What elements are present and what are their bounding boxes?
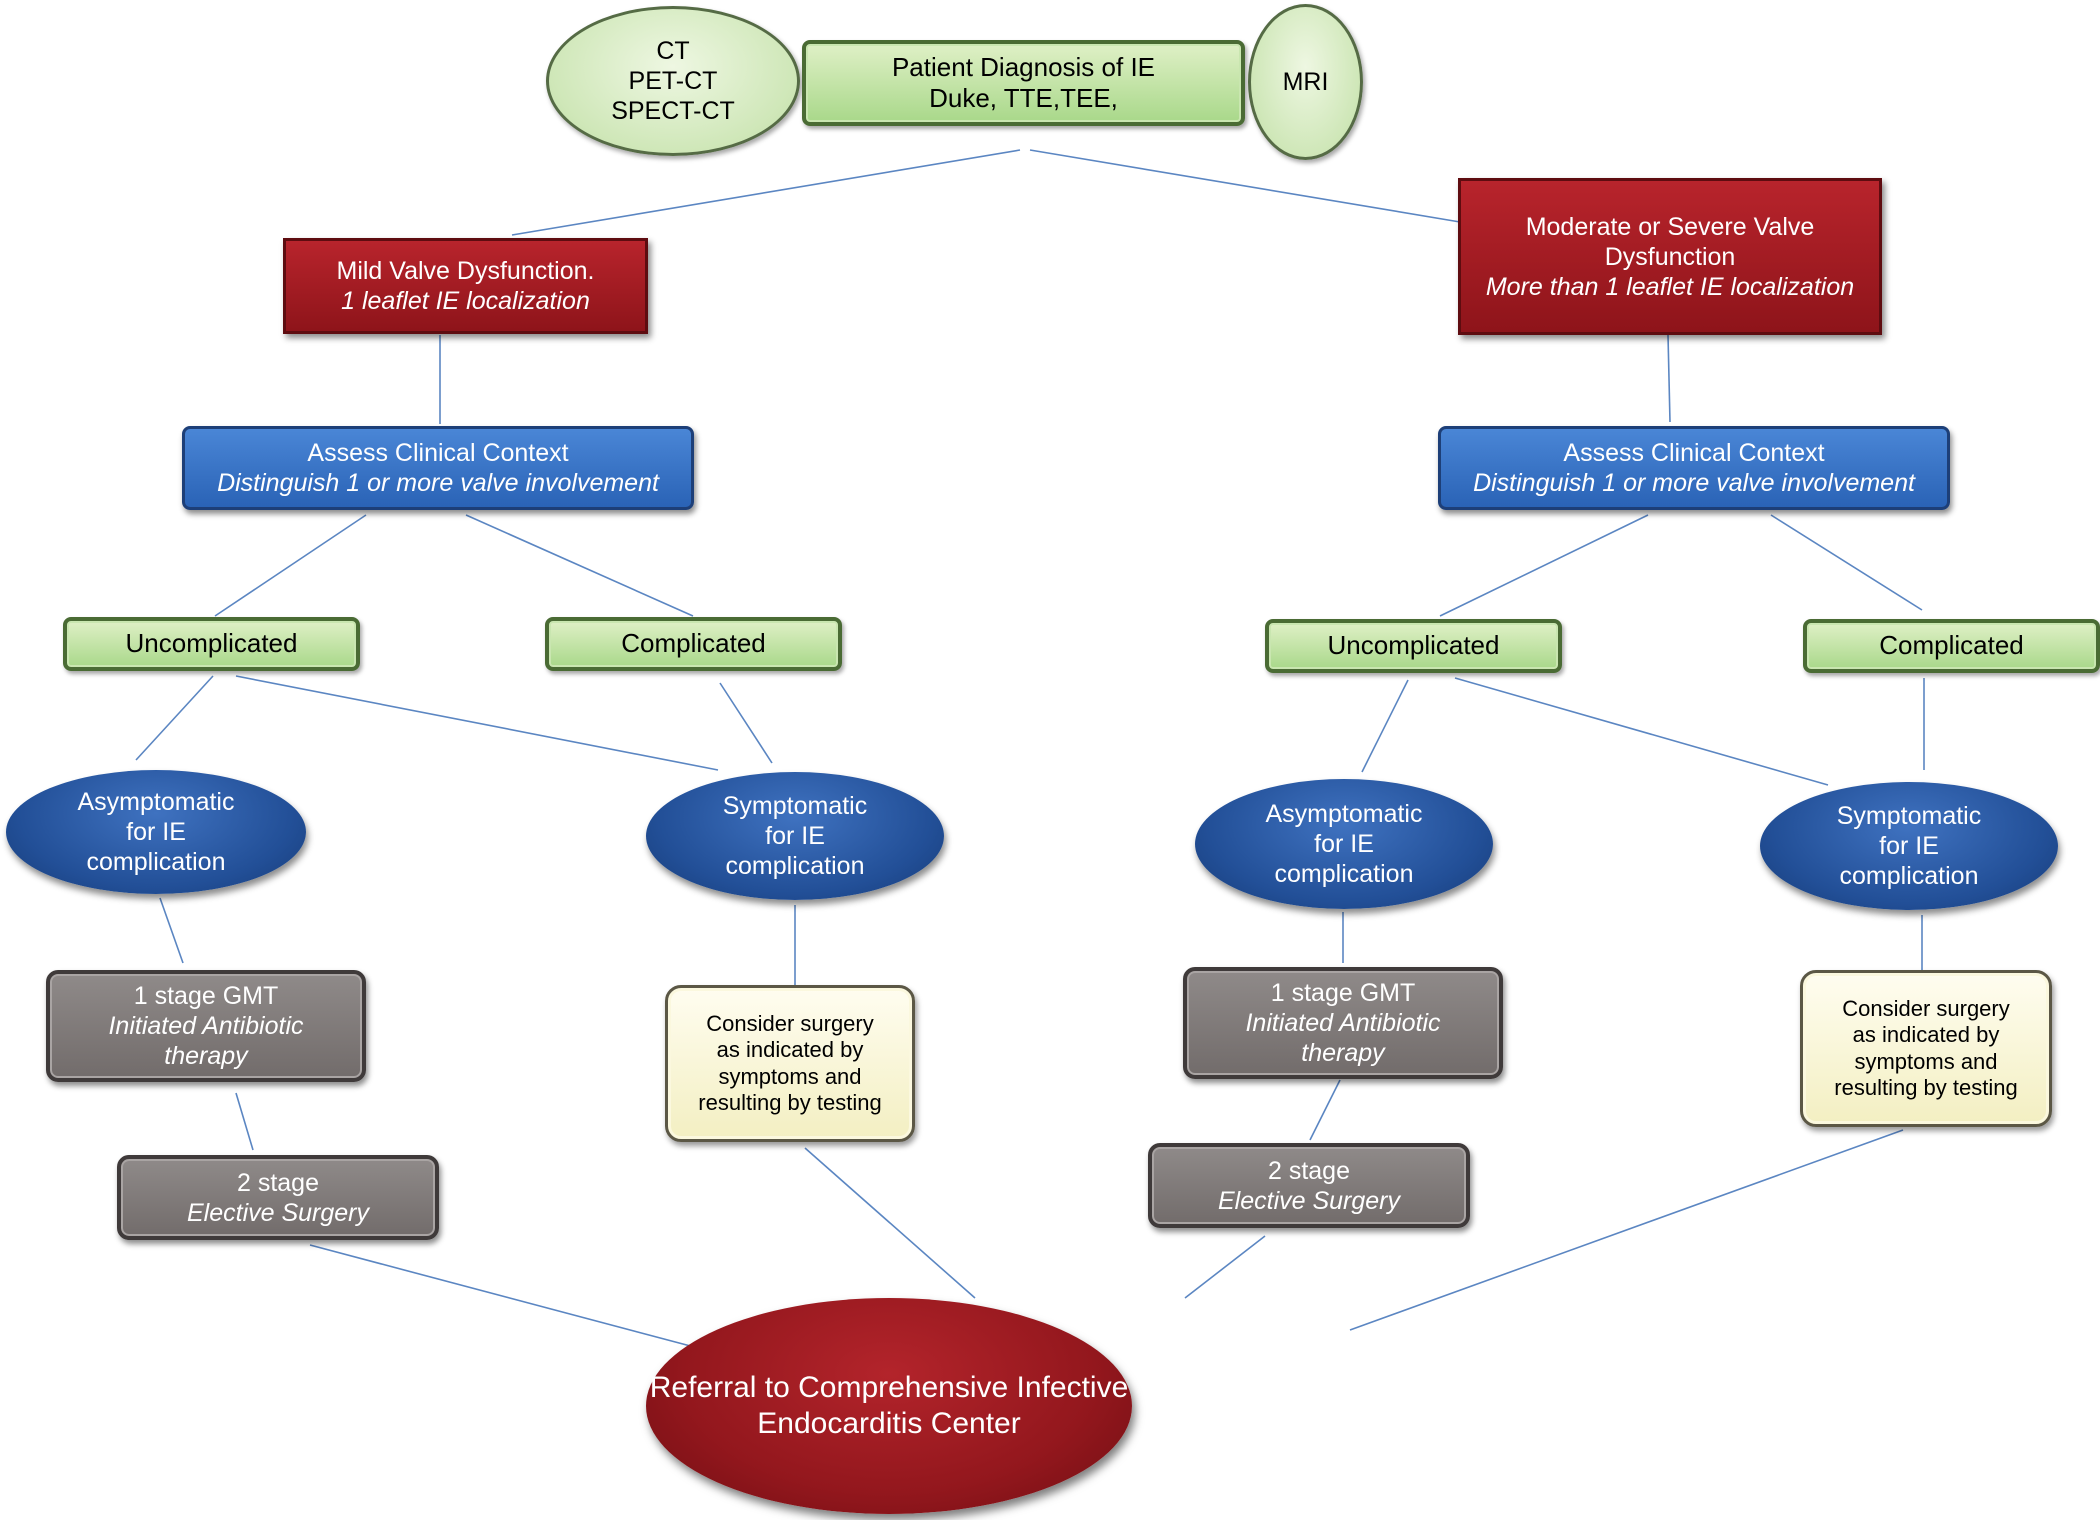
right-surgery-line2: as indicated by bbox=[1852, 1022, 2000, 1048]
left-sym-line1: Symptomatic bbox=[722, 792, 868, 820]
left-assess-line1: Assess Clinical Context bbox=[307, 439, 569, 467]
connector-left-uncomplicated-to-asymptomatic bbox=[135, 675, 214, 761]
connector-diagnosis-to-mild bbox=[511, 149, 1021, 236]
severe-line2: Dysfunction bbox=[1604, 242, 1736, 271]
right-sym-line1: Symptomatic bbox=[1836, 802, 1982, 830]
left-assess-clinical-context-box: Assess Clinical Context Distinguish 1 or… bbox=[182, 426, 694, 510]
right-asymptomatic-oval: Asymptomatic for IE complication bbox=[1195, 779, 1493, 909]
referral-line2: Endocarditis Center bbox=[757, 1407, 1021, 1440]
connector-left-surgery-to-referral bbox=[804, 1147, 976, 1299]
connector-left-stage1-to-stage2 bbox=[235, 1092, 254, 1151]
right-uncomplicated-box: Uncomplicated bbox=[1265, 619, 1562, 673]
connector-right-assess-to-uncomplicated bbox=[1439, 514, 1649, 617]
right-surgery-line4: resulting by testing bbox=[1834, 1074, 2018, 1100]
left-surgery-line3: symptoms and bbox=[718, 1063, 862, 1089]
right-assess-line1: Assess Clinical Context bbox=[1563, 439, 1825, 467]
connector-left-assess-to-uncomplicated bbox=[214, 514, 367, 617]
connector-left-stage2-to-referral bbox=[309, 1244, 699, 1349]
right-stage2-line1: 2 stage bbox=[1267, 1156, 1350, 1185]
left-symptomatic-oval: Symptomatic for IE complication bbox=[646, 772, 944, 900]
left-stage1-line3: therapy bbox=[164, 1042, 248, 1070]
diagnosis-line2: Duke, TTE,TEE, bbox=[929, 83, 1118, 113]
right-sym-line3: complication bbox=[1839, 862, 1979, 890]
right-uncomplicated-label: Uncomplicated bbox=[1327, 630, 1500, 661]
referral-center-oval: Referral to Comprehensive Infective Endo… bbox=[646, 1298, 1132, 1514]
connector-right-uncomplicated-to-symptomatic bbox=[1454, 677, 1829, 786]
connector-diagnosis-to-severe bbox=[1029, 149, 1461, 223]
mild-line1: Mild Valve Dysfunction. bbox=[336, 257, 595, 285]
right-stage2-line2: Elective Surgery bbox=[1217, 1186, 1401, 1215]
right-surgery-line3: symptoms and bbox=[1854, 1048, 1998, 1074]
left-surgery-line2: as indicated by bbox=[716, 1037, 864, 1063]
left-uncomplicated-label: Uncomplicated bbox=[125, 628, 298, 659]
connector-left-assess-to-complicated bbox=[465, 514, 694, 617]
right-consider-surgery-box: Consider surgery as indicated by symptom… bbox=[1800, 970, 2052, 1127]
mild-line2: 1 leaflet IE localization bbox=[341, 287, 590, 315]
left-asym-line2: for IE bbox=[126, 818, 186, 846]
left-stage2-elective-surgery-box: 2 stage Elective Surgery bbox=[117, 1155, 439, 1240]
left-assess-line2: Distinguish 1 or more valve involvement bbox=[217, 469, 659, 497]
connector-left-asymptomatic-to-stage1 bbox=[159, 897, 184, 964]
connector-left-complicated-to-symptomatic bbox=[719, 682, 773, 764]
left-sym-line2: for IE bbox=[765, 822, 825, 850]
imaging-left-pet-ct: PET-CT bbox=[628, 67, 718, 95]
right-assess-clinical-context-box: Assess Clinical Context Distinguish 1 or… bbox=[1438, 426, 1950, 510]
connector-severe-to-assess bbox=[1667, 334, 1671, 423]
left-stage1-line2: Initiated Antibiotic bbox=[108, 1012, 304, 1040]
left-complicated-label: Complicated bbox=[621, 628, 766, 659]
left-complicated-box: Complicated bbox=[545, 617, 842, 671]
left-stage1-gmt-box: 1 stage GMT Initiated Antibiotic therapy bbox=[46, 970, 366, 1082]
right-stage1-line2: Initiated Antibiotic bbox=[1245, 1009, 1441, 1037]
left-sym-line3: complication bbox=[725, 852, 865, 880]
right-asym-line1: Asymptomatic bbox=[1265, 800, 1423, 828]
severe-line1: Moderate or Severe Valve bbox=[1525, 212, 1815, 241]
severe-valve-dysfunction-box: Moderate or Severe Valve Dysfunction Mor… bbox=[1458, 178, 1882, 335]
right-asym-line3: complication bbox=[1274, 860, 1414, 888]
mild-valve-dysfunction-box: Mild Valve Dysfunction. 1 leaflet IE loc… bbox=[283, 238, 648, 334]
patient-diagnosis-box: Patient Diagnosis of IE Duke, TTE,TEE, bbox=[802, 40, 1245, 126]
referral-line1: Referral to Comprehensive Infective bbox=[649, 1371, 1129, 1404]
right-complicated-label: Complicated bbox=[1879, 630, 2024, 661]
connector-right-assess-to-complicated bbox=[1770, 514, 1923, 611]
imaging-left-oval: CT PET-CT SPECT-CT bbox=[546, 6, 800, 156]
imaging-left-ct: CT bbox=[656, 37, 690, 65]
left-asym-line3: complication bbox=[86, 848, 226, 876]
left-stage2-line2: Elective Surgery bbox=[186, 1198, 370, 1227]
connector-left-uncomplicated-to-symptomatic bbox=[235, 675, 719, 771]
right-stage1-line1: 1 stage GMT bbox=[1270, 979, 1416, 1007]
right-complicated-box: Complicated bbox=[1803, 619, 2100, 673]
connector-right-stage2-to-referral bbox=[1184, 1235, 1266, 1299]
left-stage2-line1: 2 stage bbox=[236, 1168, 319, 1197]
right-stage1-line3: therapy bbox=[1301, 1039, 1385, 1067]
right-sym-line2: for IE bbox=[1879, 832, 1939, 860]
left-asym-line1: Asymptomatic bbox=[77, 788, 235, 816]
left-surgery-line1: Consider surgery bbox=[706, 1010, 874, 1036]
left-stage1-line1: 1 stage GMT bbox=[133, 982, 279, 1010]
left-asymptomatic-oval: Asymptomatic for IE complication bbox=[6, 770, 306, 894]
imaging-left-spect-ct: SPECT-CT bbox=[611, 97, 735, 125]
right-asym-line2: for IE bbox=[1314, 830, 1374, 858]
imaging-right-mri: MRI bbox=[1282, 68, 1329, 96]
right-symptomatic-oval: Symptomatic for IE complication bbox=[1760, 782, 2058, 910]
diagnosis-line1: Patient Diagnosis of IE bbox=[891, 51, 1156, 82]
severe-line3: More than 1 leaflet IE localization bbox=[1485, 272, 1855, 301]
left-consider-surgery-box: Consider surgery as indicated by symptom… bbox=[665, 985, 915, 1142]
right-surgery-line1: Consider surgery bbox=[1842, 995, 2010, 1021]
connector-right-stage1-to-stage2 bbox=[1309, 1079, 1341, 1141]
right-stage2-elective-surgery-box: 2 stage Elective Surgery bbox=[1148, 1143, 1470, 1228]
right-assess-line2: Distinguish 1 or more valve involvement bbox=[1473, 469, 1915, 497]
right-stage1-gmt-box: 1 stage GMT Initiated Antibiotic therapy bbox=[1183, 967, 1503, 1079]
left-uncomplicated-box: Uncomplicated bbox=[63, 617, 360, 671]
connector-right-uncomplicated-to-asymptomatic bbox=[1361, 679, 1409, 773]
connector-right-surgery-to-referral bbox=[1349, 1129, 1904, 1331]
imaging-right-oval: MRI bbox=[1248, 4, 1363, 160]
left-surgery-line4: resulting by testing bbox=[698, 1089, 882, 1115]
